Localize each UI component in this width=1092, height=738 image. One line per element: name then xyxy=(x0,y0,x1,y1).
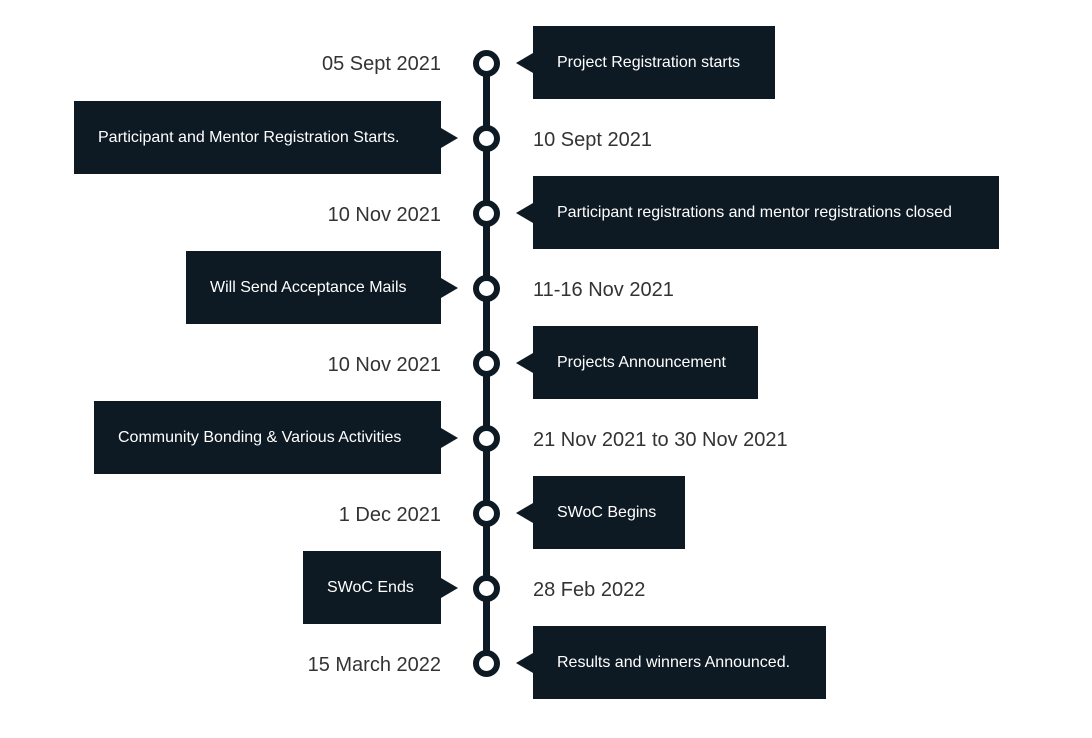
event-date: 11-16 Nov 2021 xyxy=(533,279,674,301)
event-box: Projects Announcement xyxy=(516,326,758,399)
event-box: Participant and Mentor Registration Star… xyxy=(74,101,458,174)
event-date: 10 Nov 2021 xyxy=(327,204,441,226)
timeline-node xyxy=(473,650,500,677)
timeline-node xyxy=(473,575,500,602)
timeline-node xyxy=(473,125,500,152)
event-box: SWoC Ends xyxy=(303,551,458,624)
event-date: 21 Nov 2021 to 30 Nov 2021 xyxy=(533,429,788,451)
event-box: Results and winners Announced. xyxy=(516,626,826,699)
timeline-node xyxy=(473,275,500,302)
event-date: 10 Sept 2021 xyxy=(533,129,652,151)
event-box: Community Bonding & Various Activities xyxy=(94,401,458,474)
event-date: 28 Feb 2022 xyxy=(533,579,646,601)
timeline-node xyxy=(473,200,500,227)
event-date: 05 Sept 2021 xyxy=(322,53,441,75)
event-box: SWoC Begins xyxy=(516,476,685,549)
event-box: Will Send Acceptance Mails xyxy=(186,251,458,324)
timeline-node xyxy=(473,500,500,527)
event-box: Participant registrations and mentor reg… xyxy=(516,176,999,249)
event-date: 10 Nov 2021 xyxy=(327,354,441,376)
event-box: Project Registration starts xyxy=(516,26,775,99)
timeline-node xyxy=(473,425,500,452)
event-date: 1 Dec 2021 xyxy=(338,504,441,526)
timeline-node xyxy=(473,50,500,77)
timeline-node xyxy=(473,350,500,377)
event-date: 15 March 2022 xyxy=(307,654,441,676)
